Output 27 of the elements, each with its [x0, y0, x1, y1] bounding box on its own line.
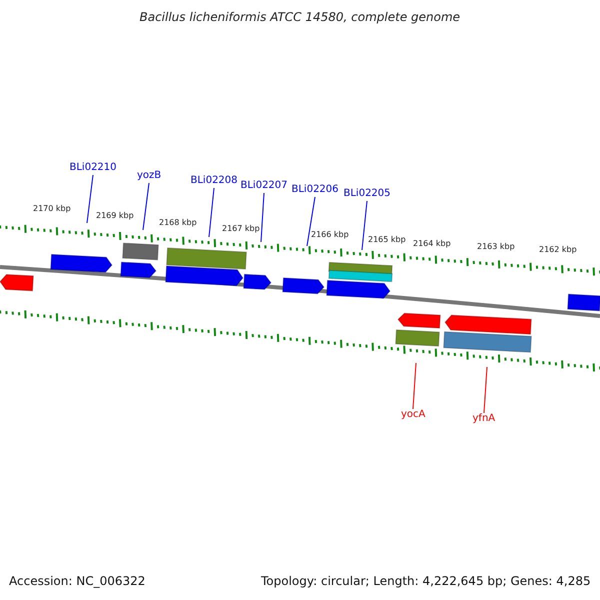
- scale-label: 2164 kbp: [413, 240, 451, 248]
- gene-label: yfnA: [472, 414, 496, 424]
- genome-summary: Topology: circular; Length: 4,222,645 bp; Genes: 4,285: [261, 575, 591, 587]
- leader-line: [484, 366, 488, 414]
- leader-line: [412, 362, 416, 410]
- scale-label: 2166 kbp: [311, 231, 349, 239]
- scale-label: 2167 kbp: [222, 225, 260, 233]
- gene-label: BLi02207: [240, 181, 288, 191]
- scale-label: 2170 kbp: [33, 205, 71, 213]
- leader-line: [142, 182, 150, 230]
- gene-label: BLi02208: [190, 176, 238, 186]
- leader-line: [306, 196, 316, 246]
- scale-label: 2162 kbp: [539, 246, 577, 254]
- title: Bacillus licheniformis ATCC 14580, complete genome: [140, 11, 460, 23]
- accession-note: Accession: NC_006322: [9, 575, 146, 587]
- leader-line: [86, 174, 94, 224]
- scale-label: 2165 kbp: [368, 236, 406, 244]
- gene-label: yozB: [137, 171, 162, 181]
- leader-line: [208, 188, 214, 238]
- scale-label: 2168 kbp: [159, 219, 197, 227]
- leader-line: [260, 192, 264, 242]
- gene-label: BLi02205: [344, 189, 391, 199]
- gene-label: yocA: [401, 410, 426, 420]
- gene-label: BLi02206: [292, 185, 339, 195]
- gene-label: BLi02210: [70, 163, 117, 173]
- leader-line: [362, 200, 368, 250]
- scale-label: 2163 kbp: [477, 243, 515, 251]
